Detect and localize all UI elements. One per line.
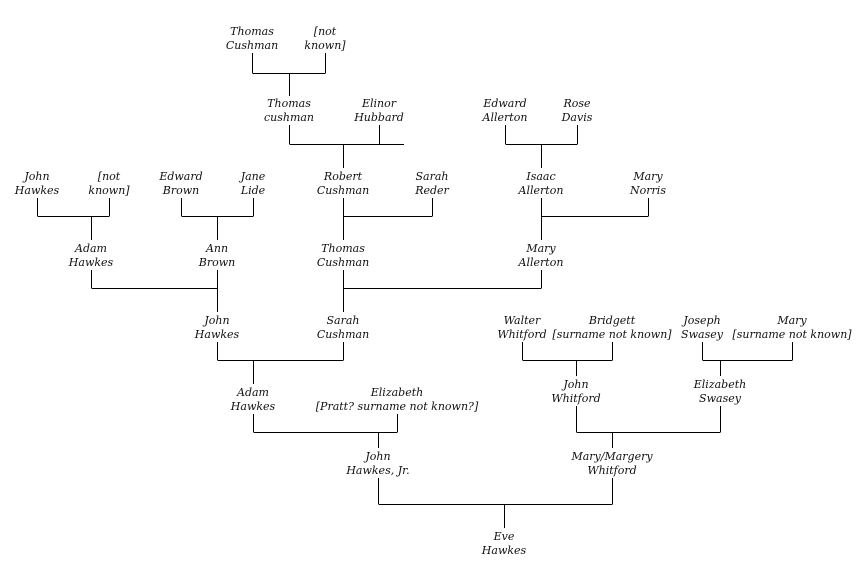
given-name: Mary (777, 314, 807, 327)
person-mary-unknown: Mary[surname not known] (732, 314, 851, 342)
given-name: Bridgett (588, 314, 636, 327)
surname: Brown (162, 184, 200, 197)
given-name: Adam (237, 386, 269, 399)
given-name: Thomas (267, 97, 311, 110)
surname: Cushman (316, 328, 370, 341)
surname: Allerton (518, 256, 564, 269)
surname: [Pratt? surname not known?] (315, 400, 479, 413)
given-name: Mary (633, 170, 663, 183)
surname: Hawkes (481, 544, 527, 557)
given-name: Elizabeth (370, 386, 424, 399)
given-name: [not (97, 170, 121, 183)
surname: Cushman (225, 39, 279, 52)
surname: Swasey (681, 328, 723, 341)
given-name: John (204, 314, 230, 327)
given-name: Thomas (230, 25, 274, 38)
given-name: Joseph (683, 314, 721, 327)
surname: Swasey (699, 392, 741, 405)
given-name: Walter (503, 314, 541, 327)
given-name: Mary (526, 242, 556, 255)
surname: Norris (630, 184, 666, 197)
surname: [surname not known] (732, 328, 852, 341)
given-name: Ann (205, 242, 229, 255)
given-name: Elizabeth (693, 378, 747, 391)
given-name: Edward (483, 97, 527, 110)
given-name: John (563, 378, 589, 391)
given-name: Sarah (326, 314, 360, 327)
surname: [surname not known] (552, 328, 672, 341)
given-name: Adam (75, 242, 107, 255)
surname: Hubbard (354, 111, 404, 124)
surname: Allerton (518, 184, 564, 197)
surname: Reder (415, 184, 449, 197)
given-name: [not (313, 25, 337, 38)
surname: Hawkes (194, 328, 240, 341)
surname: Hawkes (14, 184, 60, 197)
given-name: Isaac (526, 170, 556, 183)
given-name: Eve (493, 530, 515, 543)
surname: Allerton (482, 111, 528, 124)
given-name: Elinor (361, 97, 397, 110)
given-name: John (365, 450, 391, 463)
surname: cushman (263, 111, 315, 124)
surname: Cushman (316, 184, 370, 197)
surname: Whitford (497, 328, 547, 341)
given-name: Jane (240, 170, 266, 183)
surname: known] (88, 184, 130, 197)
surname: known] (304, 39, 346, 52)
surname: Lide (240, 184, 266, 197)
given-name: Robert (323, 170, 363, 183)
surname: Hawkes (230, 400, 276, 413)
person-elizabeth-pratt: Elizabeth[Pratt? surname not known?] (316, 386, 479, 414)
surname: Whitford (551, 392, 601, 405)
given-name: John (24, 170, 50, 183)
given-name: Mary/Margery (571, 450, 653, 463)
surname: Brown (198, 256, 236, 269)
given-name: Sarah (415, 170, 449, 183)
surname: Whitford (587, 464, 637, 477)
surname: Hawkes, Jr. (346, 464, 410, 477)
person-bridgett: Bridgett[surname not known] (552, 314, 671, 342)
surname: Cushman (316, 256, 370, 269)
given-name: Rose (563, 97, 591, 110)
given-name: Thomas (321, 242, 365, 255)
surname: Davis (561, 111, 593, 124)
given-name: Edward (159, 170, 203, 183)
surname: Hawkes (68, 256, 114, 269)
